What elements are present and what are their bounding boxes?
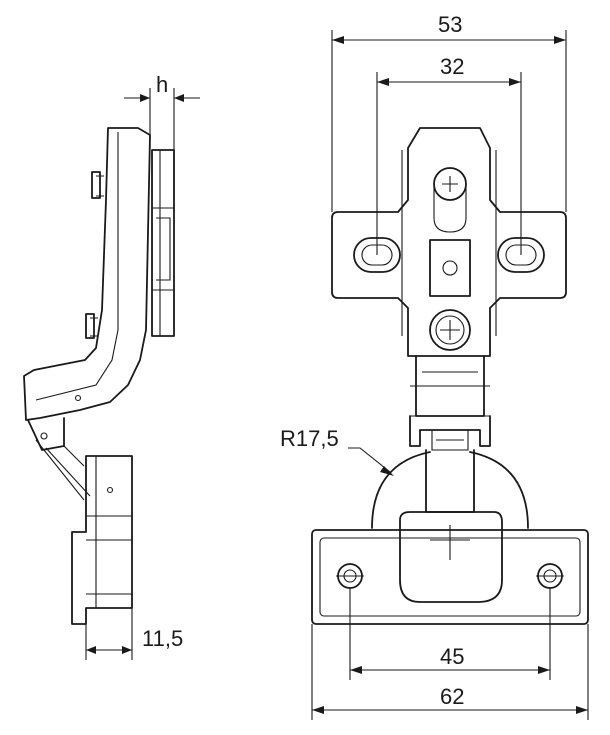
centre-block xyxy=(429,239,471,297)
screw-top xyxy=(433,167,467,201)
label-dim-11-5: 11,5 xyxy=(142,626,183,651)
label-h: h xyxy=(156,72,168,97)
front-wing-plate xyxy=(331,127,567,357)
side-arm-inner xyxy=(35,132,119,401)
label-dim-32: 32 xyxy=(440,54,464,79)
side-view: h 11,5 xyxy=(23,72,200,660)
side-arm-outline xyxy=(23,127,151,421)
front-base-plate xyxy=(311,529,589,625)
front-cup xyxy=(399,511,503,603)
label-dim-53: 53 xyxy=(438,12,462,37)
front-view: 53 32 45 62 R17,5 xyxy=(280,12,589,720)
label-radius: R17,5 xyxy=(280,426,339,451)
side-plate xyxy=(151,149,175,337)
screw-bottom xyxy=(429,309,471,351)
label-dim-45: 45 xyxy=(440,644,464,669)
label-dim-62: 62 xyxy=(440,684,464,709)
